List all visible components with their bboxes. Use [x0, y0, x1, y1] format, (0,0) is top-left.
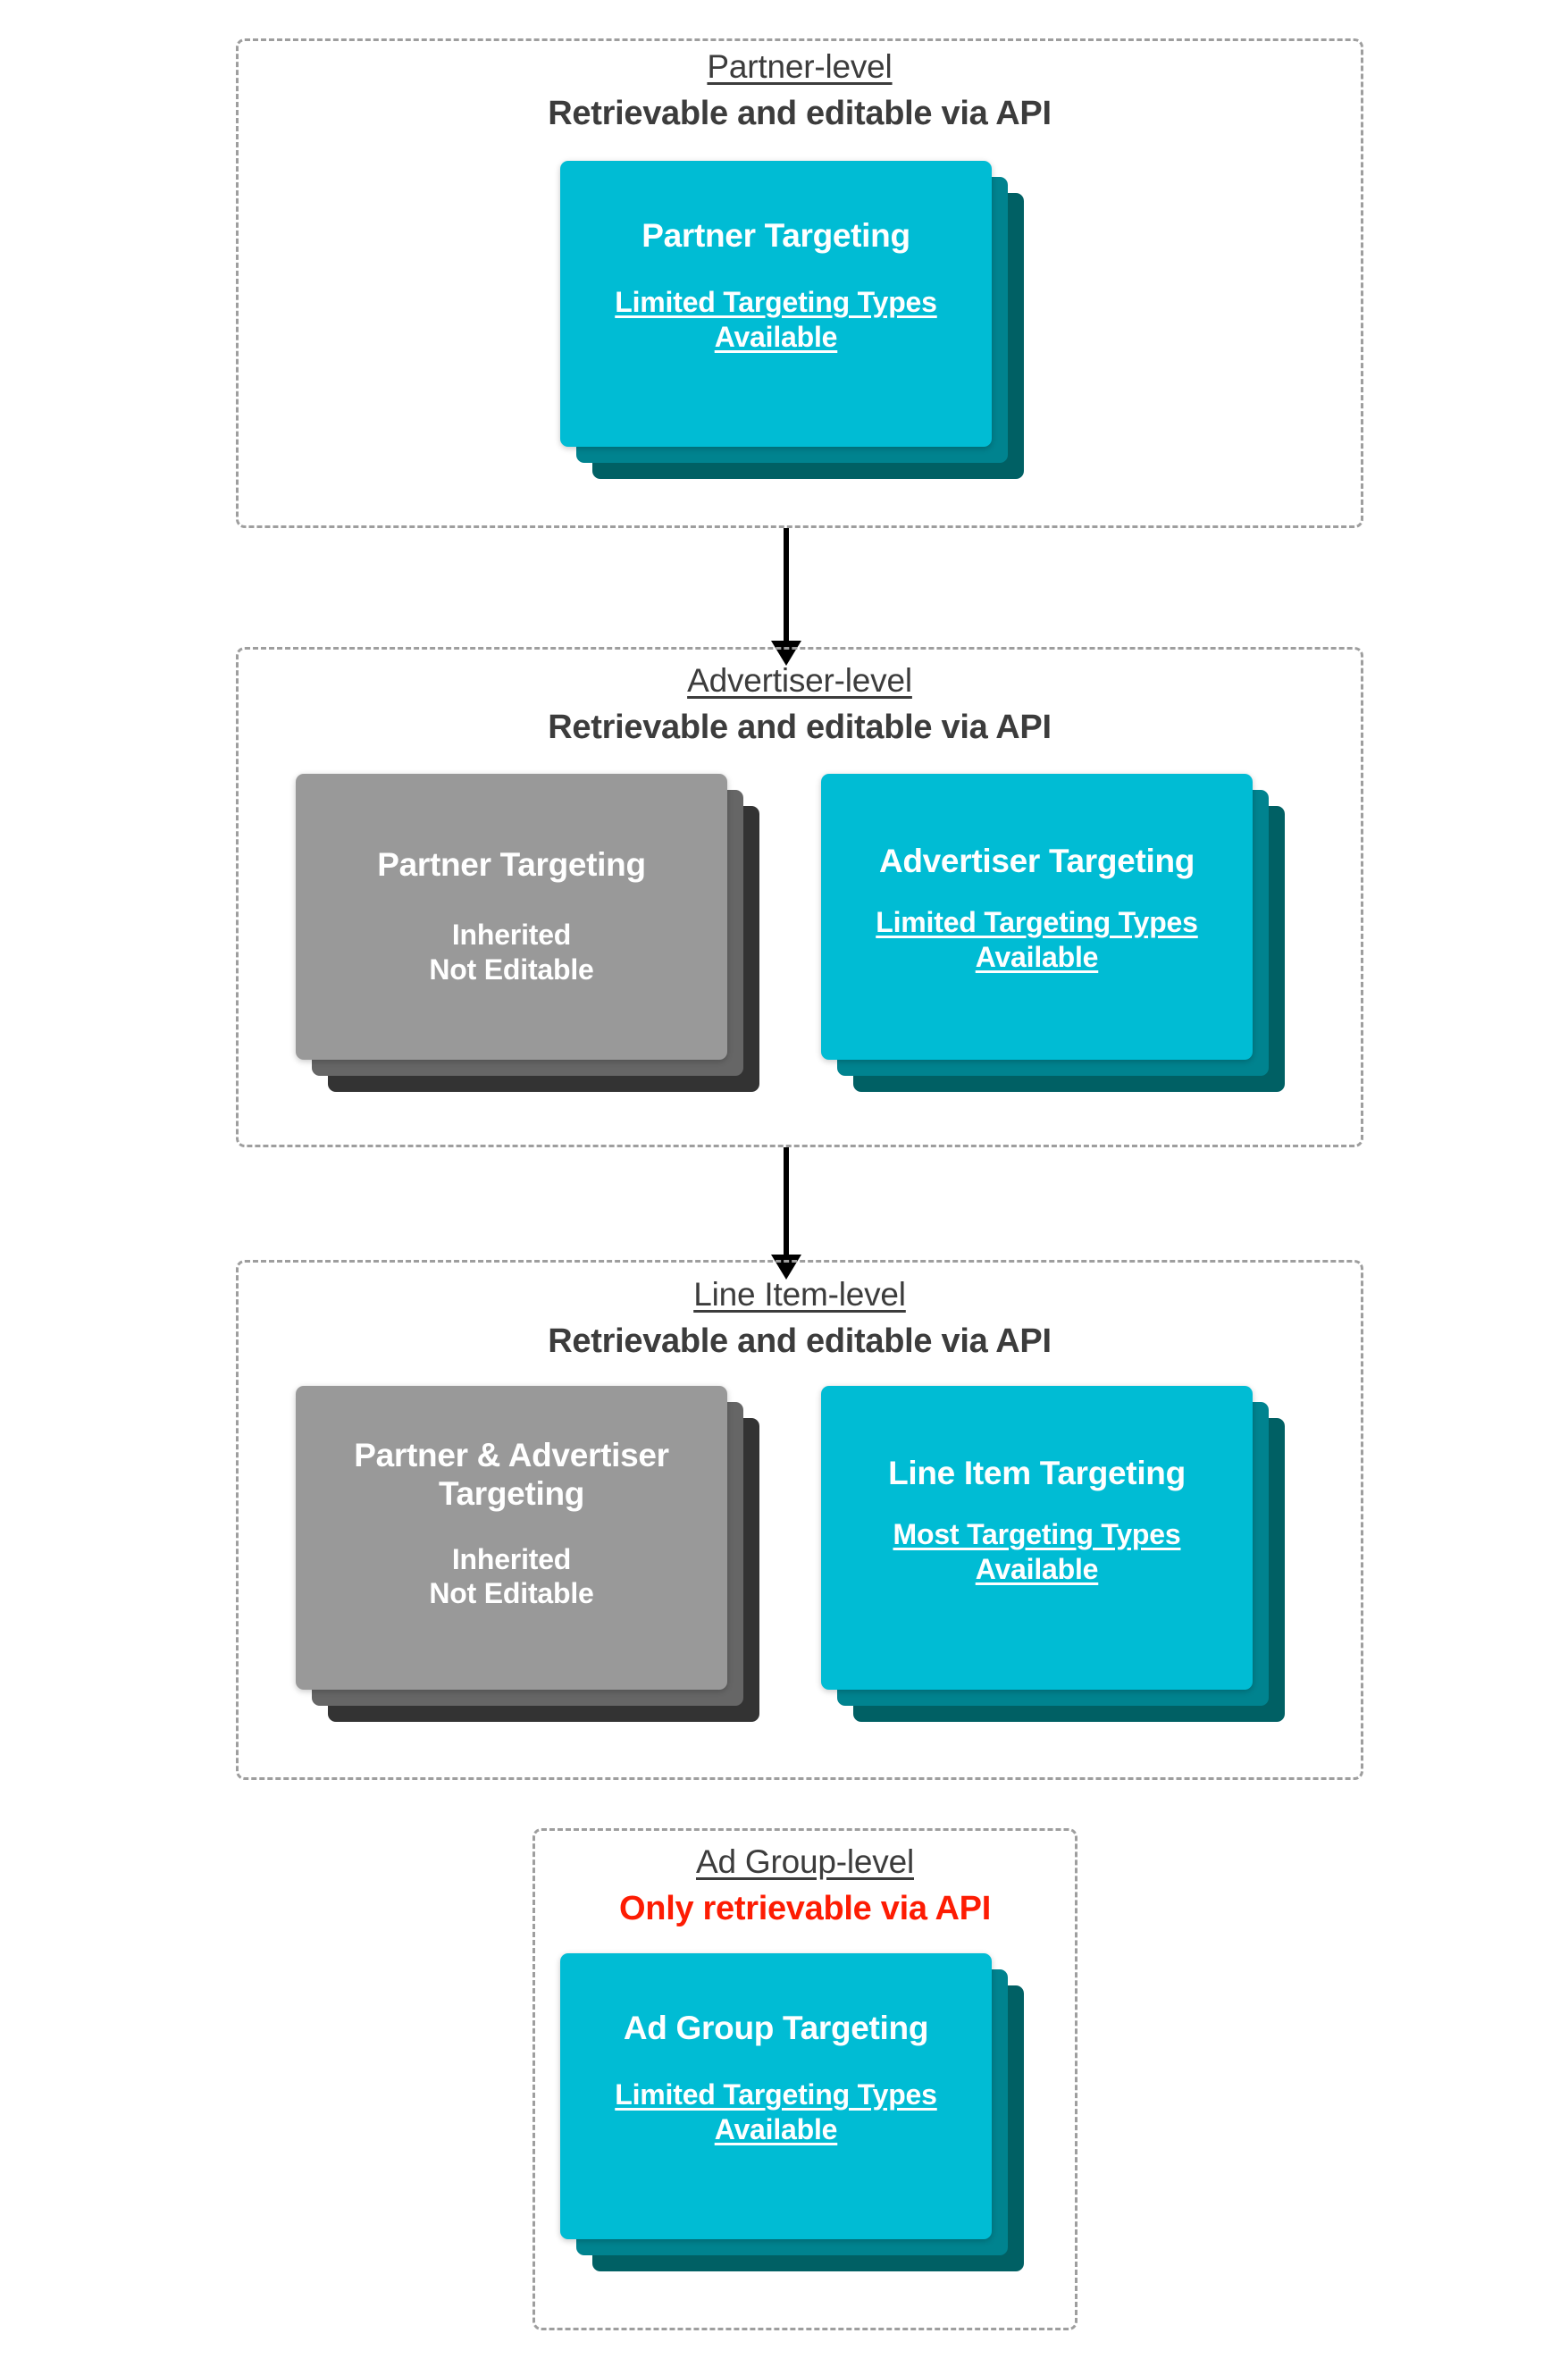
level-heading-ad-group: Ad Group-level Only retrievable via API	[532, 1842, 1077, 1928]
card-subtitle-line2: Available	[975, 940, 1099, 973]
card-subtitle: Limited Targeting Types Available	[602, 2077, 949, 2146]
level-heading-line-item: Line Item-level Retrievable and editable…	[236, 1275, 1363, 1361]
level-box-advertiser	[236, 647, 1363, 1147]
card-deck-ad-group-targeting[interactable]: Ad Group Targeting Limited Targeting Typ…	[560, 1953, 1024, 2271]
card-title: Line Item Targeting	[888, 1455, 1186, 1491]
card-subtitle-line1: Limited Targeting Types	[876, 906, 1198, 939]
card-deck-advertiser-targeting[interactable]: Advertiser Targeting Limited Targeting T…	[821, 774, 1285, 1092]
level-api-note-advertiser: Retrievable and editable via API	[548, 708, 1052, 746]
card-deck-advertiser-inherited-partner[interactable]: Partner Targeting Inherited Not Editable	[296, 774, 759, 1092]
card-layer-front: Partner & Advertiser Targeting Inherited…	[296, 1386, 727, 1690]
card-subtitle-line2: Available	[714, 320, 838, 353]
card-subtitle-line2: Not Editable	[429, 1576, 594, 1609]
card-subtitle-line2: Available	[714, 2112, 838, 2145]
card-subtitle-line1: Most Targeting Types	[893, 1518, 1181, 1551]
level-title-partner: Partner-level	[707, 48, 893, 85]
card-subtitle-line1: Inherited	[451, 919, 572, 952]
level-heading-advertiser: Advertiser-level Retrievable and editabl…	[236, 661, 1363, 747]
card-title: Partner Targeting	[641, 217, 910, 254]
card-subtitle-line1: Inherited	[451, 1542, 572, 1575]
card-subtitle: Inherited Not Editable	[416, 1542, 606, 1611]
card-deck-partner-targeting[interactable]: Partner Targeting Limited Targeting Type…	[560, 161, 1024, 479]
level-title-ad-group: Ad Group-level	[696, 1843, 914, 1880]
card-subtitle-line2: Available	[975, 1552, 1099, 1585]
level-heading-partner: Partner-level Retrievable and editable v…	[236, 47, 1363, 133]
card-title: Ad Group Targeting	[623, 2010, 929, 2046]
level-api-note-line-item: Retrievable and editable via API	[548, 1322, 1052, 1360]
card-layer-front: Advertiser Targeting Limited Targeting T…	[821, 774, 1253, 1060]
card-subtitle: Most Targeting Types Available	[881, 1517, 1194, 1586]
level-title-line-item: Line Item-level	[693, 1276, 906, 1313]
card-title: Partner Targeting	[377, 846, 646, 883]
level-api-note-partner: Retrievable and editable via API	[548, 94, 1052, 132]
level-title-advertiser: Advertiser-level	[687, 662, 912, 699]
card-deck-line-item-inherited[interactable]: Partner & Advertiser Targeting Inherited…	[296, 1386, 759, 1722]
card-subtitle: Limited Targeting Types Available	[863, 905, 1210, 974]
card-subtitle: Inherited Not Editable	[416, 918, 606, 986]
card-layer-front: Partner Targeting Limited Targeting Type…	[560, 161, 992, 447]
card-layer-front: Line Item Targeting Most Targeting Types…	[821, 1386, 1253, 1690]
card-subtitle-line1: Limited Targeting Types	[615, 286, 937, 319]
card-layer-front: Partner Targeting Inherited Not Editable	[296, 774, 727, 1060]
level-api-note-ad-group: Only retrievable via API	[619, 1889, 991, 1927]
level-box-ad-group	[532, 1828, 1077, 2330]
card-layer-front: Ad Group Targeting Limited Targeting Typ…	[560, 1953, 992, 2239]
level-box-line-item	[236, 1260, 1363, 1780]
card-subtitle-line2: Not Editable	[429, 953, 594, 986]
level-box-partner	[236, 38, 1363, 528]
card-subtitle: Limited Targeting Types Available	[602, 285, 949, 354]
card-title: Partner & Advertiser Targeting	[354, 1437, 669, 1513]
card-title: Advertiser Targeting	[878, 843, 1195, 879]
card-deck-line-item-targeting[interactable]: Line Item Targeting Most Targeting Types…	[821, 1386, 1285, 1722]
card-subtitle-line1: Limited Targeting Types	[615, 2078, 937, 2111]
